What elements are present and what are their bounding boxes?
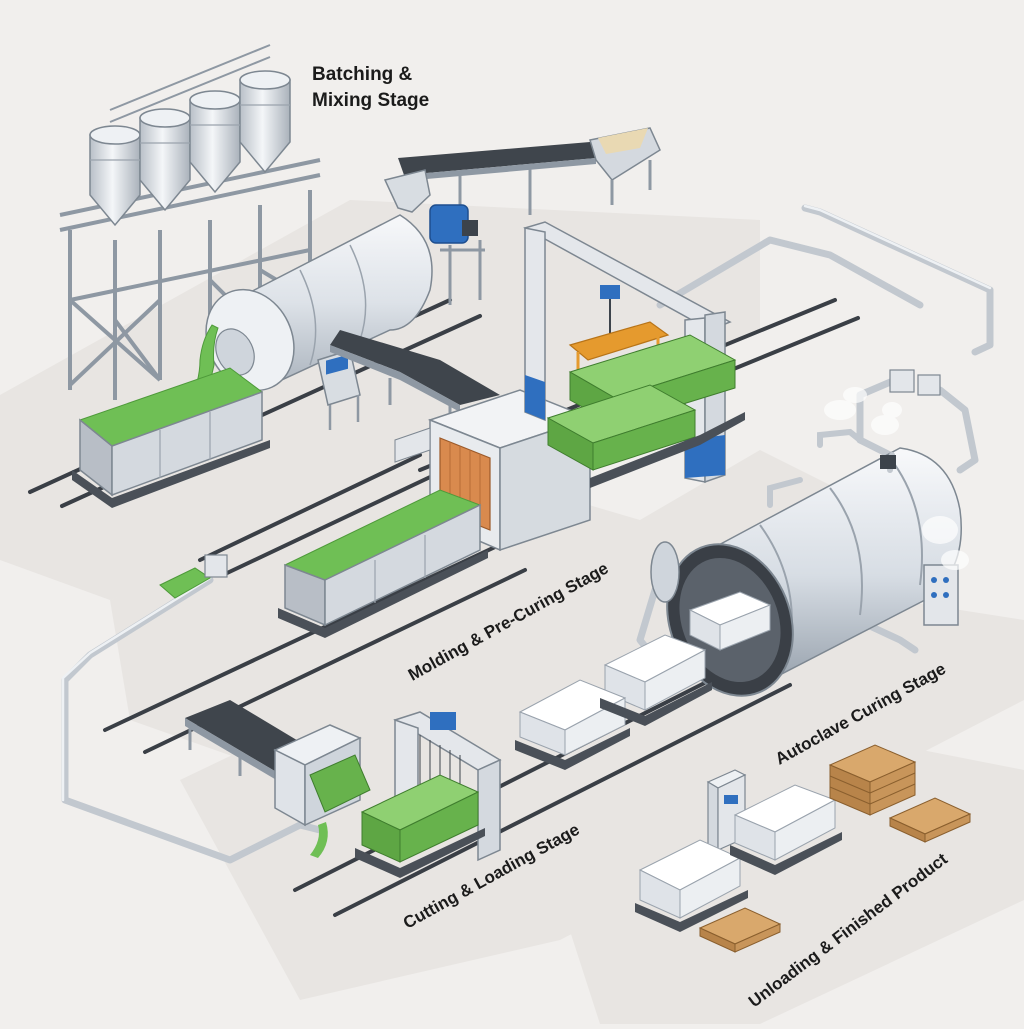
silo-icon	[89, 70, 291, 227]
stage-label-batching: Batching & Mixing Stage	[312, 62, 429, 114]
pallet-icon	[828, 744, 917, 816]
feed-hopper	[383, 169, 431, 213]
autoclave-door	[650, 541, 680, 603]
lifting-spreader	[568, 321, 670, 361]
cutting-machine-icon	[273, 724, 371, 827]
stage-label-batching-line2: Mixing Stage	[312, 90, 430, 111]
green-block-stack	[546, 334, 737, 471]
floor-zones	[0, 200, 1024, 1024]
rotary-mixer-icon	[205, 204, 485, 392]
white-block-cart	[518, 591, 772, 756]
mold-cart-icon	[72, 367, 270, 508]
stage-label-batching-line1: Batching &	[312, 64, 413, 85]
steam-plume	[824, 387, 969, 570]
hoist-trolley	[600, 285, 620, 299]
conveyor-icon	[398, 127, 661, 225]
pipe-highlights	[61, 204, 992, 802]
slurry-chute	[159, 567, 211, 599]
pallet-icon	[698, 907, 782, 953]
pallet-icon	[888, 797, 972, 843]
cart-base	[590, 412, 745, 488]
control-panel-icon	[317, 349, 361, 430]
control-panel-icon	[923, 564, 959, 626]
white-block-cart	[638, 784, 837, 919]
mold-cart-icon	[278, 489, 488, 638]
green-block-stack	[360, 774, 480, 863]
pump-box	[204, 554, 228, 578]
control-panel-icon	[889, 369, 941, 396]
slurry-drip	[310, 822, 328, 858]
